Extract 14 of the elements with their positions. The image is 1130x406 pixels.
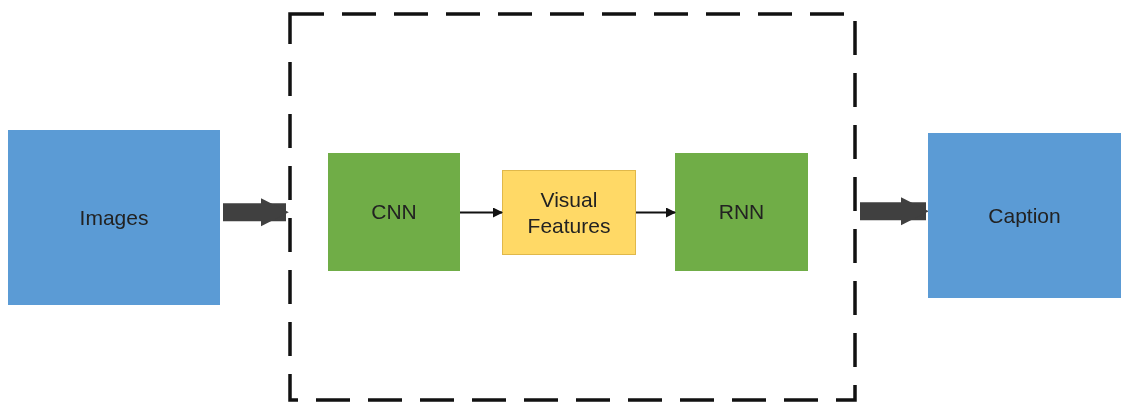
node-label: RNN	[718, 199, 765, 225]
node-label: Visual Features	[526, 187, 612, 238]
node-label: Caption	[988, 202, 1061, 229]
process-box	[928, 133, 1121, 298]
process-box	[675, 153, 808, 271]
arrow	[459, 207, 503, 218]
node-label: CNN	[371, 199, 417, 225]
block-arrow	[223, 198, 289, 227]
node-label: Images	[79, 204, 149, 231]
process-box	[8, 130, 220, 305]
block-arrow	[860, 197, 929, 226]
arrow	[635, 207, 676, 218]
process-box	[328, 153, 460, 271]
process-box	[502, 170, 636, 255]
